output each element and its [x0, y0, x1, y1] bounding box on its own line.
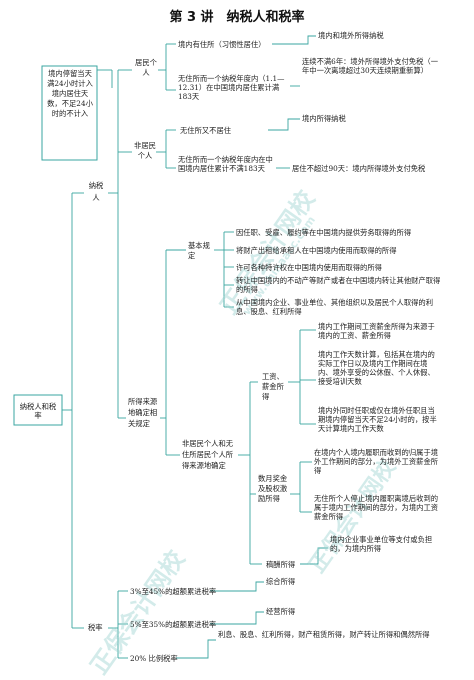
resident-label: 居民个人 — [135, 58, 157, 77]
left-note: 境内停留当天满24小时计入境内居住天数，不足24小时的不计入 — [47, 69, 93, 118]
resident-result-b: 连续不满6年：境外所得境外支付免税（一年中一次离境超过30天连续期重新算） — [302, 57, 438, 75]
nonresident-label: 非居民个人 — [134, 141, 156, 160]
root-node: 纳税人和税率 — [19, 402, 57, 420]
resident-condition-a: 境内有住所（习惯性居住） — [178, 40, 266, 49]
rate-2: 5%至35%的超额累进税率 — [130, 620, 217, 629]
rates-node: 税率 — [88, 623, 103, 632]
basic-rules-label: 基本规定 — [188, 241, 210, 260]
nonresident-result-a: 境内所得纳税 — [302, 114, 346, 123]
nr-source-label: 非居民个人和无住所居民个人所得来源地确定 — [182, 439, 234, 470]
resident-result-a: 境内和境外所得纳税 — [318, 31, 384, 40]
wage-rule-1: 境内工作期间工资薪金所得为来源于境内的工资、薪金所得 — [318, 322, 435, 340]
basic-rule-4: 转让中国境内的不动产等财产或者在中国境内转让其他财产取得的所得 — [236, 276, 441, 294]
nonresident-condition-a: 无住所又不居住 — [180, 126, 232, 135]
basic-rule-1: 因任职、受雇、履约等在中国境内提供劳务取得的所得 — [236, 228, 412, 237]
rate-2-applies: 经营所得 — [266, 607, 296, 616]
basic-rule-3: 许可各种特许权在中国境内使用而取得的所得 — [236, 263, 382, 272]
bonus-rule-1: 在境内个人境内履职而收到的归属于境外工作期间的部分，为境外工资薪金所得 — [314, 448, 439, 475]
basic-rule-5: 从中国境内企业、事业单位、其他组织以及居民个人取得的利息、股息、红利所得 — [236, 298, 434, 316]
nonresident-result-b: 居住不超过90天：境内所得境外支付免税 — [292, 164, 426, 173]
rate-3-applies: 利息、股息、红利所得，财产租赁所得，财产转让所得和偶然所得 — [218, 630, 430, 639]
source-label: 所得来源地确定相关规定 — [128, 397, 158, 428]
page-title: 第 3 讲 纳税人和税率 — [169, 10, 305, 25]
nonresident-condition-b: 无住所而一个纳税年度内在中国境内居住累计不满183天 — [178, 155, 273, 173]
remuneration-label: 稿酬所得 — [266, 560, 296, 569]
rate-1-applies: 综合所得 — [266, 577, 296, 586]
rate-1: 3%至45%的超额累进税率 — [130, 587, 217, 596]
resident-condition-b: 无住所而一个纳税年度内（1.1—12.31）在中国境内居住累计满183天 — [178, 74, 285, 101]
wage-rule-3: 境内外同时任职或仅在境外任职且当期境内停留当天不足24小时的，按半天计算境内工作… — [318, 406, 437, 433]
wage-rule-2: 境内工作天数计算，包括其在境内的实际工作日以及境内工作期间在境内、境外享受的公休… — [318, 350, 435, 386]
taxpayer-node: 纳税人 — [88, 181, 104, 202]
bonus-rule-2: 无住所个人停止境内履职离境后收到的属于境内工作期间的部分，为境内工资薪金所得 — [314, 494, 439, 521]
basic-rule-2: 将财产出租给承租人在中国境内使用而取得的所得 — [236, 246, 397, 255]
bonus-label: 数月奖金及股权激励所得 — [258, 474, 288, 503]
remuneration-rule: 境内企业事业单位等支付或负担的，为境内所得 — [330, 535, 433, 553]
wage-label: 工资、薪金所得 — [262, 372, 284, 401]
rate-3: 20% 比例税率 — [130, 654, 178, 663]
